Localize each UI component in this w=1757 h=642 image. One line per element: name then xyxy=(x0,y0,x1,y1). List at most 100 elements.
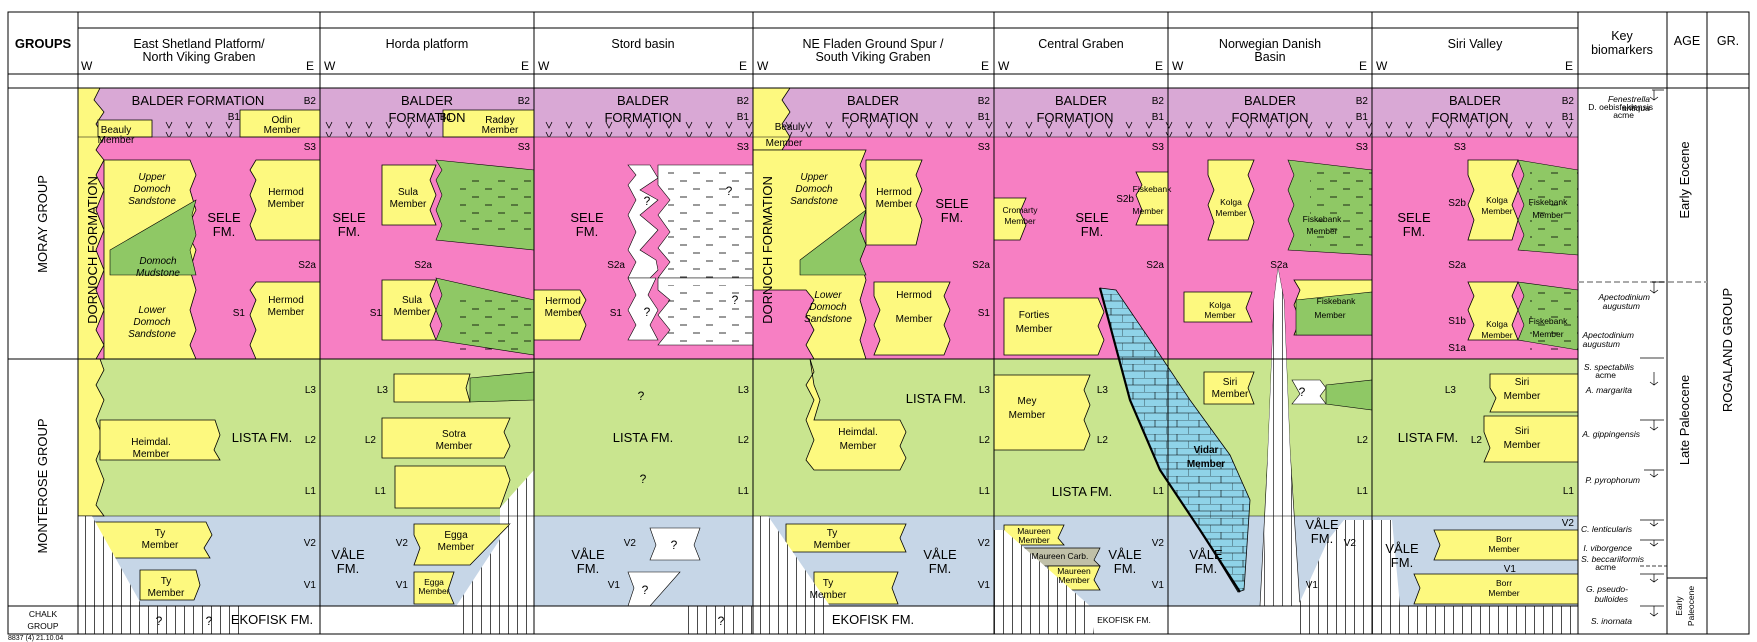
unit-b1-4: B1 xyxy=(978,112,991,123)
siri-1b: Member xyxy=(1212,389,1249,400)
upper-domoch-1a: Upper xyxy=(138,172,166,183)
sula-2a: Sula xyxy=(402,295,422,306)
balder-3: BALDER xyxy=(617,93,669,108)
heimdal-2a: Heimdal. xyxy=(838,427,877,438)
biomarker-2a: D. oebisfeldensis xyxy=(1588,102,1653,112)
unit-v2-4: V2 xyxy=(978,538,991,549)
kolga-3a: Kolga xyxy=(1486,195,1508,205)
vale-fm-4: FM. xyxy=(929,561,951,576)
unit-s3-3: S3 xyxy=(737,142,750,153)
lower-domoch-1b: Domoch xyxy=(133,317,171,328)
moray-group-label: MORAY GROUP xyxy=(35,175,50,273)
heimdal-1a: Heimdal. xyxy=(131,437,170,448)
ty-4a: Ty xyxy=(823,578,834,589)
siri-1a: Siri xyxy=(1223,377,1237,388)
unit-s1-1: S1 xyxy=(233,308,246,319)
sotra-a: Sotra xyxy=(442,429,466,440)
east-label-2: E xyxy=(521,59,529,73)
sele-fm-1: FM. xyxy=(213,224,235,239)
sula-1a: Sula xyxy=(398,187,418,198)
sula-1b: Member xyxy=(390,199,427,210)
odin-a: Odin xyxy=(271,115,292,126)
biomarker-11a: S. beccariiformis xyxy=(1581,554,1645,564)
age-header: AGE xyxy=(1674,34,1700,48)
formation-5: FORMATION xyxy=(1036,110,1113,125)
mey-b: Member xyxy=(1009,410,1046,421)
kolga-2b: Member xyxy=(1204,310,1235,320)
balder-2: BALDER xyxy=(401,93,453,108)
unit-l2-1: L2 xyxy=(305,435,317,446)
unit-b2-4: B2 xyxy=(978,96,991,107)
unit-s2a-2: S2a xyxy=(414,260,432,271)
unit-s1-2: S1 xyxy=(370,308,383,319)
ty-1a: Ty xyxy=(155,528,166,539)
balder-6: BALDER xyxy=(1244,93,1296,108)
horda-column xyxy=(381,109,535,634)
kolga-1b: Member xyxy=(1215,208,1246,218)
question-8: ? xyxy=(640,472,647,486)
radoy-a: Radøy xyxy=(485,115,514,126)
dornoch-formation-1: DORNOCH FORMATION xyxy=(85,176,100,324)
unit-b2-7: B2 xyxy=(1562,96,1575,107)
sele-fm-5: FM. xyxy=(1081,224,1103,239)
vale-3: VÅLE xyxy=(571,547,605,562)
egga-1a: Egga xyxy=(444,530,468,541)
west-label-7: W xyxy=(1376,59,1388,73)
maureen-2b: Member xyxy=(1058,575,1089,585)
ekofisk-1: EKOFISK FM. xyxy=(231,612,313,627)
chalk-group-line2: GROUP xyxy=(27,621,59,631)
biomarker-1a: Fenestrella xyxy=(1608,94,1650,104)
odin-b: Member xyxy=(264,125,301,136)
fiskebank-3a: Fiskebank xyxy=(1317,296,1356,306)
sele-fm-3: FM. xyxy=(576,224,598,239)
borr-2b: Member xyxy=(1488,588,1519,598)
siri-2a: Siri xyxy=(1515,377,1529,388)
unit-l3-1: L3 xyxy=(305,385,317,396)
unit-l3-2: L3 xyxy=(377,385,389,396)
formation-6: FORMATION xyxy=(1231,110,1308,125)
vale-fm-3: FM. xyxy=(577,561,599,576)
stord-column xyxy=(533,164,754,634)
area-header-7: Siri Valley xyxy=(1448,37,1503,51)
ty-2a: Ty xyxy=(161,576,172,587)
unit-b2-5: B2 xyxy=(1152,96,1165,107)
unit-b2-1: B2 xyxy=(304,96,317,107)
unit-v2-2: V2 xyxy=(396,538,409,549)
central-graben-column xyxy=(993,171,1169,634)
biomarker-2b: acme xyxy=(1613,110,1634,120)
age-early-eocene: Early Eocene xyxy=(1677,141,1692,218)
fiskebank-5a: Fiskebank xyxy=(1529,316,1568,326)
biomarker-7: A. gippingensis xyxy=(1581,429,1640,439)
unit-s3-6: S3 xyxy=(1356,142,1369,153)
kolga-3b: Member xyxy=(1481,206,1512,216)
question-marks: ? ? ? ? ? ? ? ? ? ? ? ? xyxy=(156,184,1306,628)
question-4: ? xyxy=(726,184,733,198)
unit-s2b-5: S2b xyxy=(1116,194,1134,205)
beauly-2b: Member xyxy=(766,138,803,149)
key-biomarkers-line2: biomarkers xyxy=(1591,43,1653,57)
forties-b: Member xyxy=(1016,324,1053,335)
east-label-6: E xyxy=(1359,59,1367,73)
fiskebank-5b: Member xyxy=(1532,329,1563,339)
sotra-b: Member xyxy=(436,441,473,452)
maureen-1b: Member xyxy=(1018,535,1049,545)
unit-s2a-4: S2a xyxy=(972,260,990,271)
kolga-1a: Kolga xyxy=(1220,197,1242,207)
lower-domoch-2c: Sandstone xyxy=(804,314,852,325)
area-header-3: Stord basin xyxy=(611,37,674,51)
unit-v1-3: V1 xyxy=(608,580,621,591)
domoch-mudstone-b: Mudstone xyxy=(136,268,180,279)
egga-1b: Member xyxy=(438,542,475,553)
unit-b1-5: B1 xyxy=(1152,112,1165,123)
fiskebank-4a: Fiskebank xyxy=(1529,197,1568,207)
unit-v1-7: V1 xyxy=(1504,564,1517,575)
sele-3: SELE xyxy=(570,210,604,225)
unit-s1a-7: S1a xyxy=(1448,343,1466,354)
area-header-1-line1: East Shetland Platform/ xyxy=(133,37,265,51)
biomarker-6: A. margarita xyxy=(1585,385,1633,395)
siri-2b: Member xyxy=(1504,391,1541,402)
question-10: ? xyxy=(642,583,649,597)
kolga-4b: Member xyxy=(1481,330,1512,340)
fiskebank-1b: Member xyxy=(1132,206,1163,216)
biomarker-list: Fenestrella antiqua D. oebisfeldensis ac… xyxy=(1581,89,1667,626)
